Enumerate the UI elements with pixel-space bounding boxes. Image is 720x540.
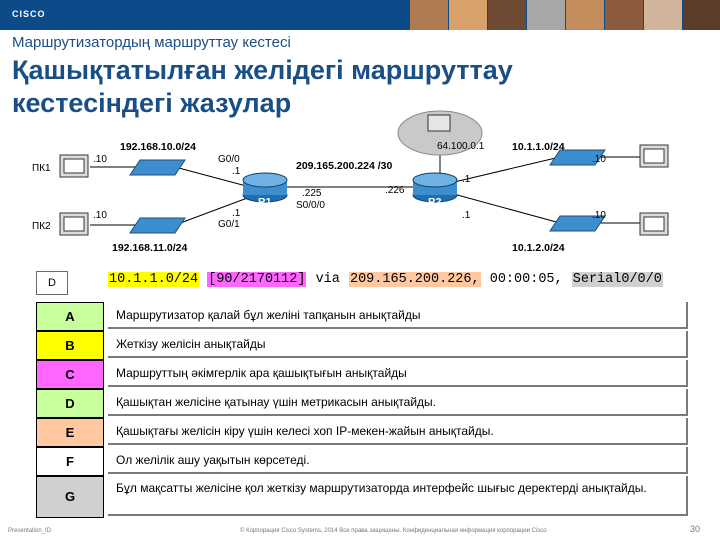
pc2-label: ПК2 xyxy=(32,221,51,232)
page-number: 30 xyxy=(690,524,701,534)
router-r2-icon xyxy=(412,172,458,203)
net-label: 10.1.2.0/24 xyxy=(512,242,565,254)
route-next-hop: 209.165.200.226, xyxy=(348,272,481,287)
pc2-icon xyxy=(59,212,89,236)
row-key: B xyxy=(36,331,104,360)
row-key: D xyxy=(36,389,104,418)
route-entry-line: 10.1.1.0/24 [90/2170112] via 209.165.200… xyxy=(108,272,663,292)
interface-label: S0/0/0 xyxy=(296,200,325,211)
pc3-icon xyxy=(639,144,669,168)
row-text: Маршруттың әкімгерлік ара қашықтығын аны… xyxy=(108,360,688,387)
pc4-icon xyxy=(639,212,669,236)
pc1-ip-label: .10 xyxy=(93,154,107,165)
interface-ip-label: .1 xyxy=(462,174,471,185)
row-key: F xyxy=(36,447,104,476)
pc1-label: ПК1 xyxy=(32,163,51,174)
pc-ip-label: .10 xyxy=(592,154,606,165)
route-ad-metric: [90/2170112] xyxy=(207,272,307,287)
page-title: Қашықтатылған желідегі маршруттау кестес… xyxy=(12,55,513,118)
interface-ip-label: .1 xyxy=(462,210,471,221)
net-label: 192.168.11.0/24 xyxy=(112,242,188,254)
pc2-ip-label: .10 xyxy=(93,210,107,221)
header-photo xyxy=(410,0,449,30)
server-icon xyxy=(427,114,451,132)
switch-icon xyxy=(549,215,606,232)
cloud-ip-label: 64.100.0.1 xyxy=(437,141,485,152)
internet-cloud-icon xyxy=(397,110,483,156)
row-key: A xyxy=(36,302,104,331)
header-photo xyxy=(488,0,527,30)
net-label: 209.165.200.224 /30 xyxy=(296,160,393,172)
footer-presentation-id: Presentation_ID xyxy=(8,528,52,534)
router-label: R1 xyxy=(258,196,272,208)
row-text: Қашықтан желісіне қатынау үшін метрикасы… xyxy=(108,389,688,416)
route-code-box: D xyxy=(36,271,68,295)
row-text: Маршрутизатор қалай бұл желіні тапқанын … xyxy=(108,302,688,329)
header-photo xyxy=(644,0,683,30)
row-text: Бұл мақсатты желісіне қол жеткізу маршру… xyxy=(108,476,688,516)
switch-icon xyxy=(129,217,186,234)
header-photo xyxy=(605,0,644,30)
pc-ip-label: .10 xyxy=(592,210,606,221)
switch-icon xyxy=(549,149,606,166)
row-text: Жеткізу желісін анықтайды xyxy=(108,331,688,358)
route-via: via xyxy=(314,272,341,287)
interface-ip-label: .1 xyxy=(232,166,241,177)
header-photo xyxy=(683,0,720,30)
row-key: G xyxy=(36,476,104,518)
row-key: C xyxy=(36,360,104,389)
router-label: R2 xyxy=(428,196,442,208)
header-photo xyxy=(449,0,488,30)
footer-copyright: © Корпорация Cisco Systems, 2014 Все пра… xyxy=(240,528,547,534)
interface-ip-label: .226 xyxy=(385,185,405,196)
interface-ip-label: .225 xyxy=(302,188,322,199)
row-text: Қашықтағы желісін кіру үшін келесі хоп I… xyxy=(108,418,688,445)
interface-ip-label: .1 xyxy=(232,208,241,219)
cisco-logo: CISCO xyxy=(12,9,46,19)
router-r1-icon xyxy=(242,172,288,203)
row-key: E xyxy=(36,418,104,447)
route-timestamp: 00:00:05, xyxy=(488,272,564,287)
row-text: Ол желілік ашу уақытын көрсетеді. xyxy=(108,447,688,474)
switch-icon xyxy=(129,159,186,176)
net-label: 10.1.1.0/24 xyxy=(512,141,565,153)
route-dest-network: 10.1.1.0/24 xyxy=(108,272,200,287)
pc1-icon xyxy=(59,154,89,178)
interface-label: G0/0 xyxy=(218,154,240,165)
network-diagram xyxy=(59,110,669,236)
subtitle: Маршрутизатордың маршруттау кестесі xyxy=(12,34,291,51)
header-photo xyxy=(566,0,605,30)
net-label: 192.168.10.0/24 xyxy=(120,141,196,153)
interface-label: G0/1 xyxy=(218,219,240,230)
route-exit-interface: Serial0/0/0 xyxy=(571,272,663,287)
header-photo xyxy=(527,0,566,30)
